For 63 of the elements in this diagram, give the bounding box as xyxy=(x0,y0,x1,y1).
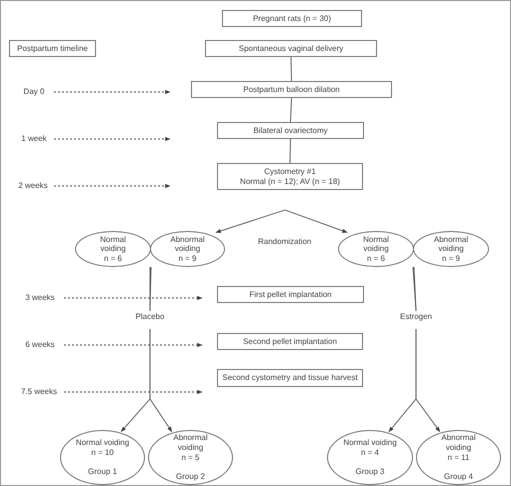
dashed-arrow xyxy=(54,184,171,188)
ellipse-label: n = 5 xyxy=(181,452,200,462)
arrow xyxy=(150,328,172,432)
timeline-label: 3 weeks xyxy=(20,292,60,304)
ellipse-node xyxy=(327,430,413,485)
timeline-label: Estrogen xyxy=(398,311,434,323)
process-box xyxy=(217,163,363,190)
timeline-label: 2 weeks xyxy=(16,180,50,192)
ellipse-node xyxy=(413,231,489,267)
ellipse-label: n = 10 xyxy=(91,448,114,458)
ellipse-label: Normal voiding xyxy=(343,438,397,448)
arrow xyxy=(416,328,440,432)
timeline-label: Placebo xyxy=(132,311,168,323)
ellipse-label: Group 1 xyxy=(88,467,117,477)
dashed-arrow xyxy=(64,296,203,300)
ellipse-node xyxy=(150,231,225,267)
process-box xyxy=(217,369,363,387)
ellipse-label: Group 2 xyxy=(176,472,205,482)
process-box xyxy=(217,122,364,139)
box-label: Postpartum timeline xyxy=(17,44,88,54)
arrow xyxy=(215,210,286,233)
dashed-arrow xyxy=(64,390,203,394)
timeline-label: 7.5 weeks xyxy=(18,386,60,398)
process-box xyxy=(191,81,392,98)
box-label: Second pellet implantation xyxy=(243,336,337,346)
ellipse-label: Normal voiding xyxy=(76,438,130,448)
ellipse-label: n = 9 xyxy=(178,254,196,264)
ellipse-node xyxy=(60,430,145,485)
box-label: First pellet implantation xyxy=(249,290,332,300)
process-box xyxy=(205,40,377,57)
ellipse-label: n = 4 xyxy=(360,448,379,458)
step-label: Randomization xyxy=(258,237,312,246)
process-box xyxy=(9,40,96,57)
connector-line xyxy=(290,98,292,122)
box-label: Spontaneous vaginal delivery xyxy=(238,44,344,54)
box-label: Normal (n = 12); AV (n = 18) xyxy=(240,176,340,186)
ellipse-label: Group 4 xyxy=(444,472,473,482)
box-label: Pregnant rats (n = 30) xyxy=(252,14,332,24)
ellipse-label: n = 6 xyxy=(104,254,122,264)
arrow xyxy=(284,210,348,233)
ellipse-label: n = 11 xyxy=(448,452,470,462)
ellipse-label: n = 6 xyxy=(366,254,385,264)
connector-line xyxy=(290,56,292,82)
timeline-label: 1 week xyxy=(18,133,50,145)
box-label: Second cystometry and tissue harvest xyxy=(222,373,358,383)
ellipse-node xyxy=(75,231,151,267)
dashed-arrow xyxy=(54,90,171,94)
ellipse-label: n = 9 xyxy=(442,254,460,264)
ellipse-node xyxy=(148,430,233,485)
process-box xyxy=(222,10,362,27)
dashed-arrow xyxy=(64,342,203,348)
timeline-label: 6 weeks xyxy=(20,339,60,351)
box-label: Bilateral ovariectomy xyxy=(253,126,328,136)
box-label: Cystometry #1 xyxy=(264,166,316,176)
ellipse-node xyxy=(416,430,501,485)
process-box xyxy=(217,286,364,303)
box-label: Postpartum balloon dilation xyxy=(243,84,340,94)
dashed-arrow xyxy=(54,136,171,142)
connector-line xyxy=(290,138,291,164)
process-box xyxy=(217,333,363,350)
ellipse-node xyxy=(338,231,414,267)
ellipse-label: Group 3 xyxy=(356,467,384,477)
timeline-label: Day 0 xyxy=(18,86,50,98)
